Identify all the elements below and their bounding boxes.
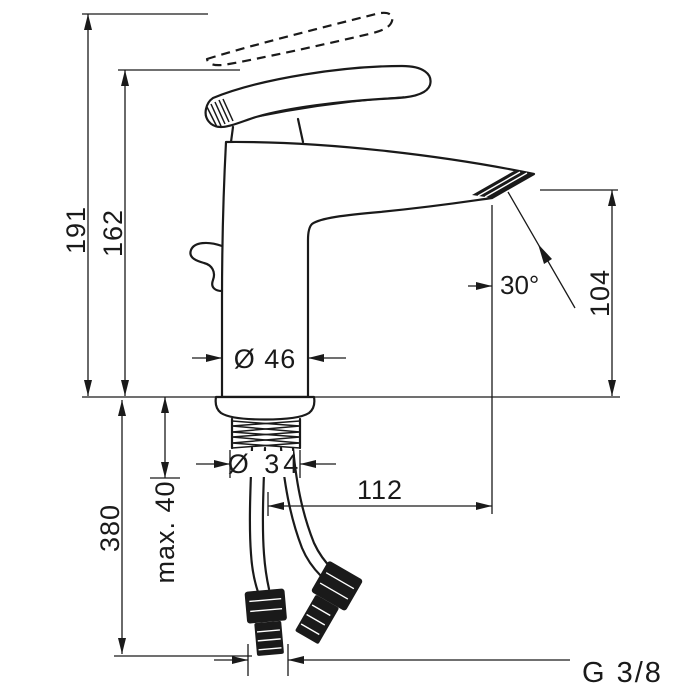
dim-handle-height: 162 (98, 69, 240, 396)
handle-raised-dashed (205, 11, 394, 67)
dim-shank-diameter-label: Ø 34 (228, 449, 303, 479)
dim-body-diameter: Ø 46 (192, 344, 346, 374)
faucet-body-and-spout (220, 140, 536, 399)
handle-lever (204, 64, 432, 129)
dim-spout-height: 104 (540, 189, 618, 396)
dim-spout-reach: 112 (267, 205, 493, 516)
dim-max-mounting-thickness: max. 40 (150, 397, 180, 584)
dim-spout-angle-label: 30° (500, 270, 539, 300)
threaded-shank (230, 417, 302, 450)
faucet-outline (189, 11, 536, 656)
dim-overall-height: 191 (61, 13, 208, 396)
hose-connector-left (244, 588, 287, 656)
dim-spout-reach-label: 112 (357, 475, 403, 505)
dim-handle-height-label: 162 (98, 209, 128, 257)
handle-lever-contour (255, 96, 405, 118)
cartridge (229, 117, 305, 144)
dim-connection-thread-label: G 3/8 (582, 657, 663, 689)
supply-hoses (248, 446, 335, 594)
dim-hose-length-label: 380 (95, 504, 125, 552)
dim-connection-thread: G 3/8 (214, 644, 663, 689)
handle-grip-hatch (206, 98, 234, 128)
base-escutcheon (214, 395, 316, 421)
dim-max-mounting-thickness-label: max. 40 (150, 480, 180, 583)
dim-body-diameter-label: Ø 46 (234, 344, 297, 374)
dim-shank-diameter: Ø 34 (196, 449, 336, 479)
hose-connector-right (295, 561, 363, 644)
popup-rod-lever (189, 241, 224, 293)
dim-spout-height-label: 104 (585, 269, 615, 317)
dim-spout-angle: 30° (468, 191, 576, 309)
dim-overall-height-label: 191 (61, 206, 91, 254)
dim-hose-length: 380 (95, 400, 252, 657)
aerator (472, 171, 534, 198)
